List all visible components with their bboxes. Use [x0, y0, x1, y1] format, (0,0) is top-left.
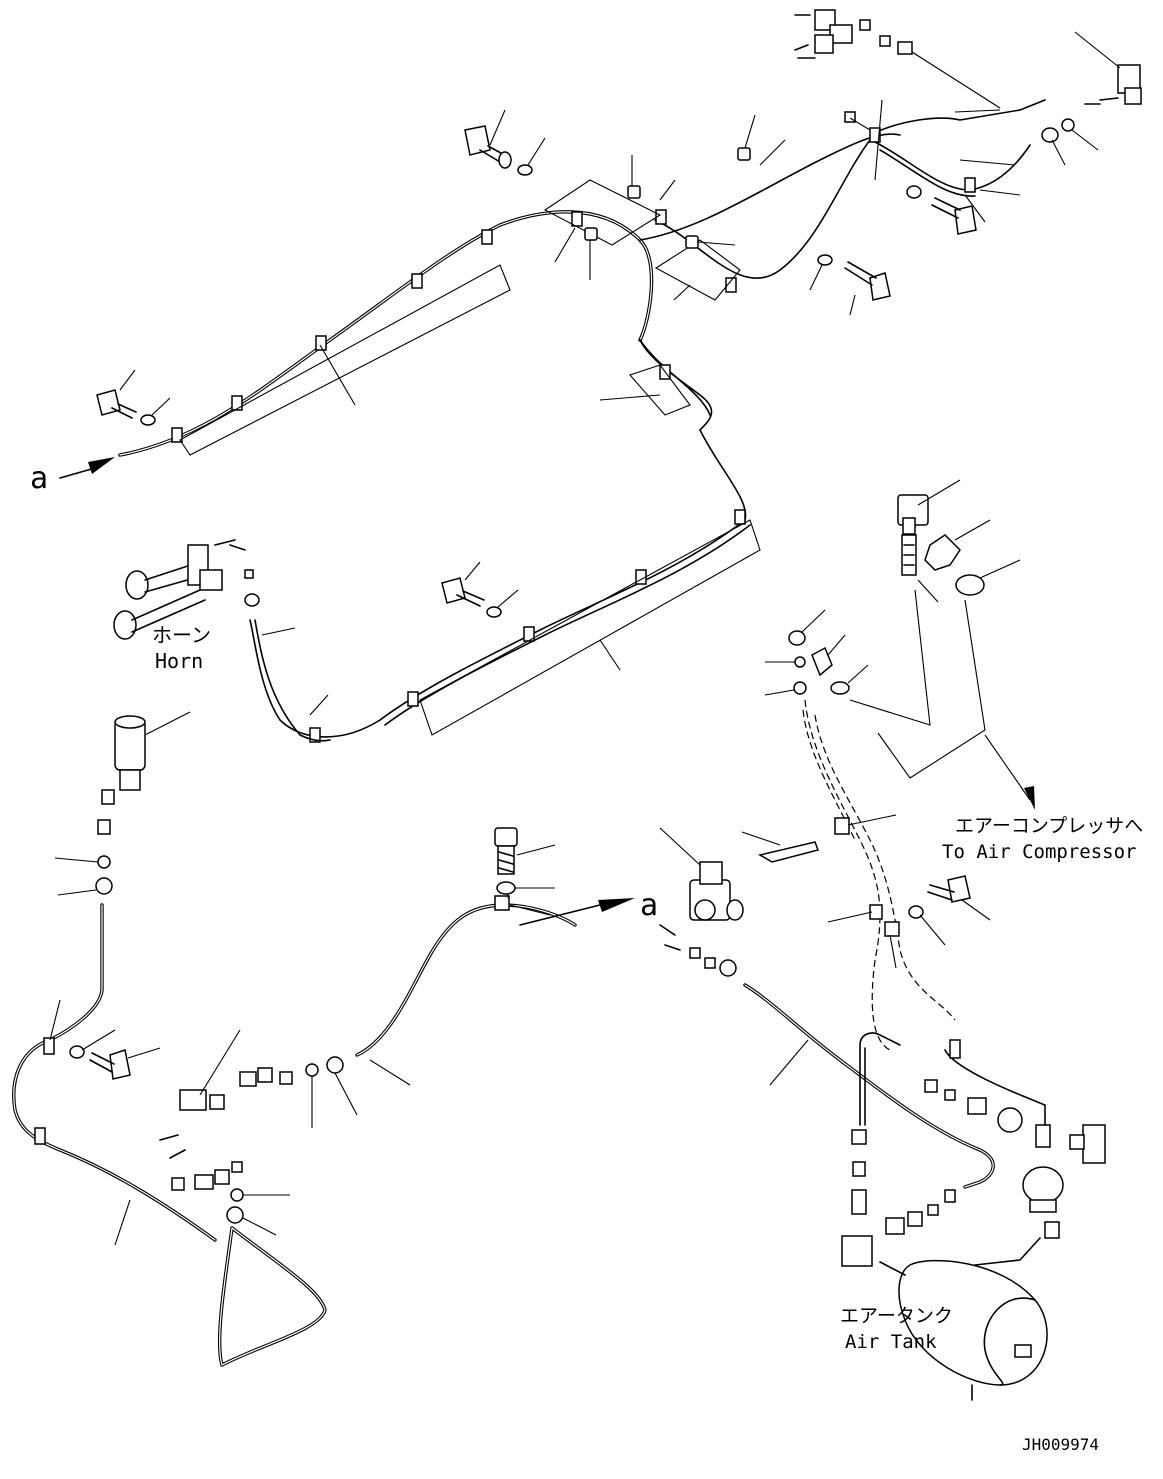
air-tank-label-jp: エアータンク [840, 1305, 953, 1327]
middle-air-line: a [355, 827, 658, 1086]
top-valve-cluster [794, 9, 1142, 235]
air-tank-group: エアータンク Air Tank [840, 1032, 1106, 1401]
compressor-hose-group: エアーコンプレッサへ To Air Compressor [741, 479, 1143, 1051]
upper-air-line [118, 133, 901, 743]
washer-icon [906, 185, 922, 199]
valve-icon [114, 711, 191, 771]
left-fittings [12, 711, 327, 1367]
washer-icon [517, 164, 533, 176]
callout-a-end: a [640, 888, 658, 923]
bolt-icon [89, 1047, 161, 1080]
washer-icon [140, 414, 156, 426]
bolt-icon [931, 197, 977, 235]
nut-icon [584, 227, 598, 241]
washer-icon [69, 1045, 85, 1059]
washer-icon [496, 881, 516, 895]
nut-icon [627, 185, 641, 199]
tee-fitting-cluster [159, 1029, 358, 1236]
bolt-icon [494, 827, 556, 875]
callout-a-start: a [30, 457, 115, 496]
air-tank-icon [879, 1259, 1048, 1401]
solenoid-valve-icon [1084, 64, 1142, 105]
horn-assembly: ホーン Horn [113, 539, 331, 742]
washer-icon [817, 254, 833, 266]
check-valve-icon [1022, 1166, 1064, 1213]
drawing-number: JH009974 [1022, 1435, 1099, 1454]
governor-valve-icon [659, 827, 995, 1189]
svg-text:a: a [30, 461, 48, 496]
bolt-icon [844, 261, 891, 316]
elbow-fitting-icon [897, 479, 961, 535]
washer-icon [486, 606, 502, 618]
bracket-icon [741, 831, 819, 863]
nut-icon [737, 147, 751, 161]
horn-label-jp: ホーン [152, 623, 211, 647]
horn-label-en: Horn [155, 649, 203, 673]
pressure-switch-icon [1069, 1124, 1106, 1164]
upper-fasteners [96, 109, 891, 671]
bolt-icon [96, 369, 137, 419]
bolt-icon [441, 561, 485, 607]
bolt-icon [927, 875, 991, 921]
compressor-label-jp: エアーコンプレッサへ [955, 815, 1143, 837]
air-tank-label-en: Air Tank [845, 1331, 937, 1353]
washer-icon [908, 905, 924, 919]
compressor-label-en: To Air Compressor [942, 841, 1136, 863]
bolt-icon [464, 109, 512, 169]
nut-icon [685, 235, 699, 249]
